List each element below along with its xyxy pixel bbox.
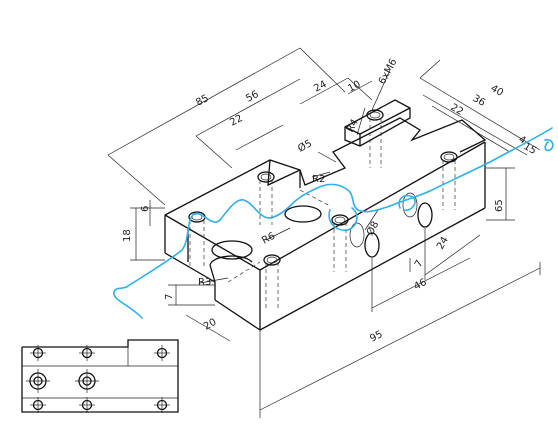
dim-24-bottom: 24: [435, 235, 451, 252]
dim-7-right: 7: [413, 258, 426, 269]
dim-7-left: 7: [164, 294, 175, 300]
dim-18: 18: [122, 229, 133, 242]
dim-40: 40: [489, 83, 506, 99]
dimension-lines: [107, 47, 541, 418]
top-view: [21, 339, 179, 413]
dim-46: 46: [412, 277, 428, 293]
annotation-stroke-2: [328, 207, 358, 232]
dim-6-left: 6: [140, 206, 151, 212]
dim-r2: R2: [312, 174, 325, 185]
dim-phi8: Ø8: [364, 219, 381, 237]
dim-phi5: Ø5: [296, 137, 314, 154]
dim-22-left: 22: [228, 113, 244, 129]
dim-85: 85: [194, 93, 210, 109]
dim-r6: R6: [260, 231, 277, 247]
dim-56: 56: [244, 89, 260, 105]
dim-22-right: 22: [449, 102, 466, 118]
dim-20: 20: [202, 317, 219, 333]
part-body: [164, 99, 487, 331]
dim-65: 65: [494, 199, 505, 212]
annotation-stroke: [113, 127, 553, 319]
dim-95: 95: [368, 329, 384, 345]
dimension-labels: 85 56 24 10 6xM6 40 36 22 22 Ø5 R4 R2 R6…: [122, 57, 538, 344]
freehand-annotation: [113, 127, 554, 319]
tapped-holes: [188, 109, 458, 266]
hidden-lines: [189, 118, 456, 310]
dim-4: 4: [517, 134, 528, 147]
dim-6xm6: 6xM6: [377, 57, 400, 86]
dim-10: 10: [346, 79, 362, 95]
dim-36: 36: [471, 93, 488, 109]
top-view-holes: [29, 347, 168, 411]
annotation-stroke-4: [544, 138, 554, 152]
annotation-stroke-3: [398, 194, 416, 212]
dim-24-top: 24: [312, 79, 328, 95]
centerlines: [26, 345, 170, 413]
dim-r3: R3: [198, 277, 211, 288]
